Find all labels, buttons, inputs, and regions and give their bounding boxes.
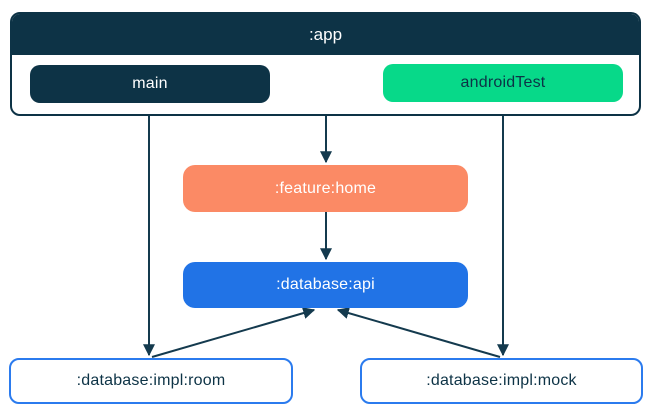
edge-database-impl-mock-to-database-api — [336, 307, 501, 358]
sourceset-main-node: main — [30, 65, 270, 103]
edge-database-impl-room-to-database-api — [151, 307, 316, 358]
database-api-label: :database:api — [276, 276, 375, 293]
app-module-title: :app — [12, 14, 639, 55]
feature-home-label: :feature:home — [274, 179, 377, 197]
sourceset-androidtest-label: androidTest — [460, 74, 546, 91]
sourceset-androidtest-node: androidTest — [383, 64, 623, 102]
database-impl-room-label: :database:impl:room — [76, 372, 226, 389]
database-impl-room-node: :database:impl:room — [9, 358, 293, 404]
sourceset-main-label: main — [132, 75, 168, 92]
feature-home-node: :feature:home — [183, 165, 468, 212]
database-impl-mock-label: :database:impl:mock — [426, 372, 577, 389]
database-impl-mock-node: :database:impl:mock — [360, 358, 643, 404]
database-api-node: :database:api — [183, 262, 468, 308]
